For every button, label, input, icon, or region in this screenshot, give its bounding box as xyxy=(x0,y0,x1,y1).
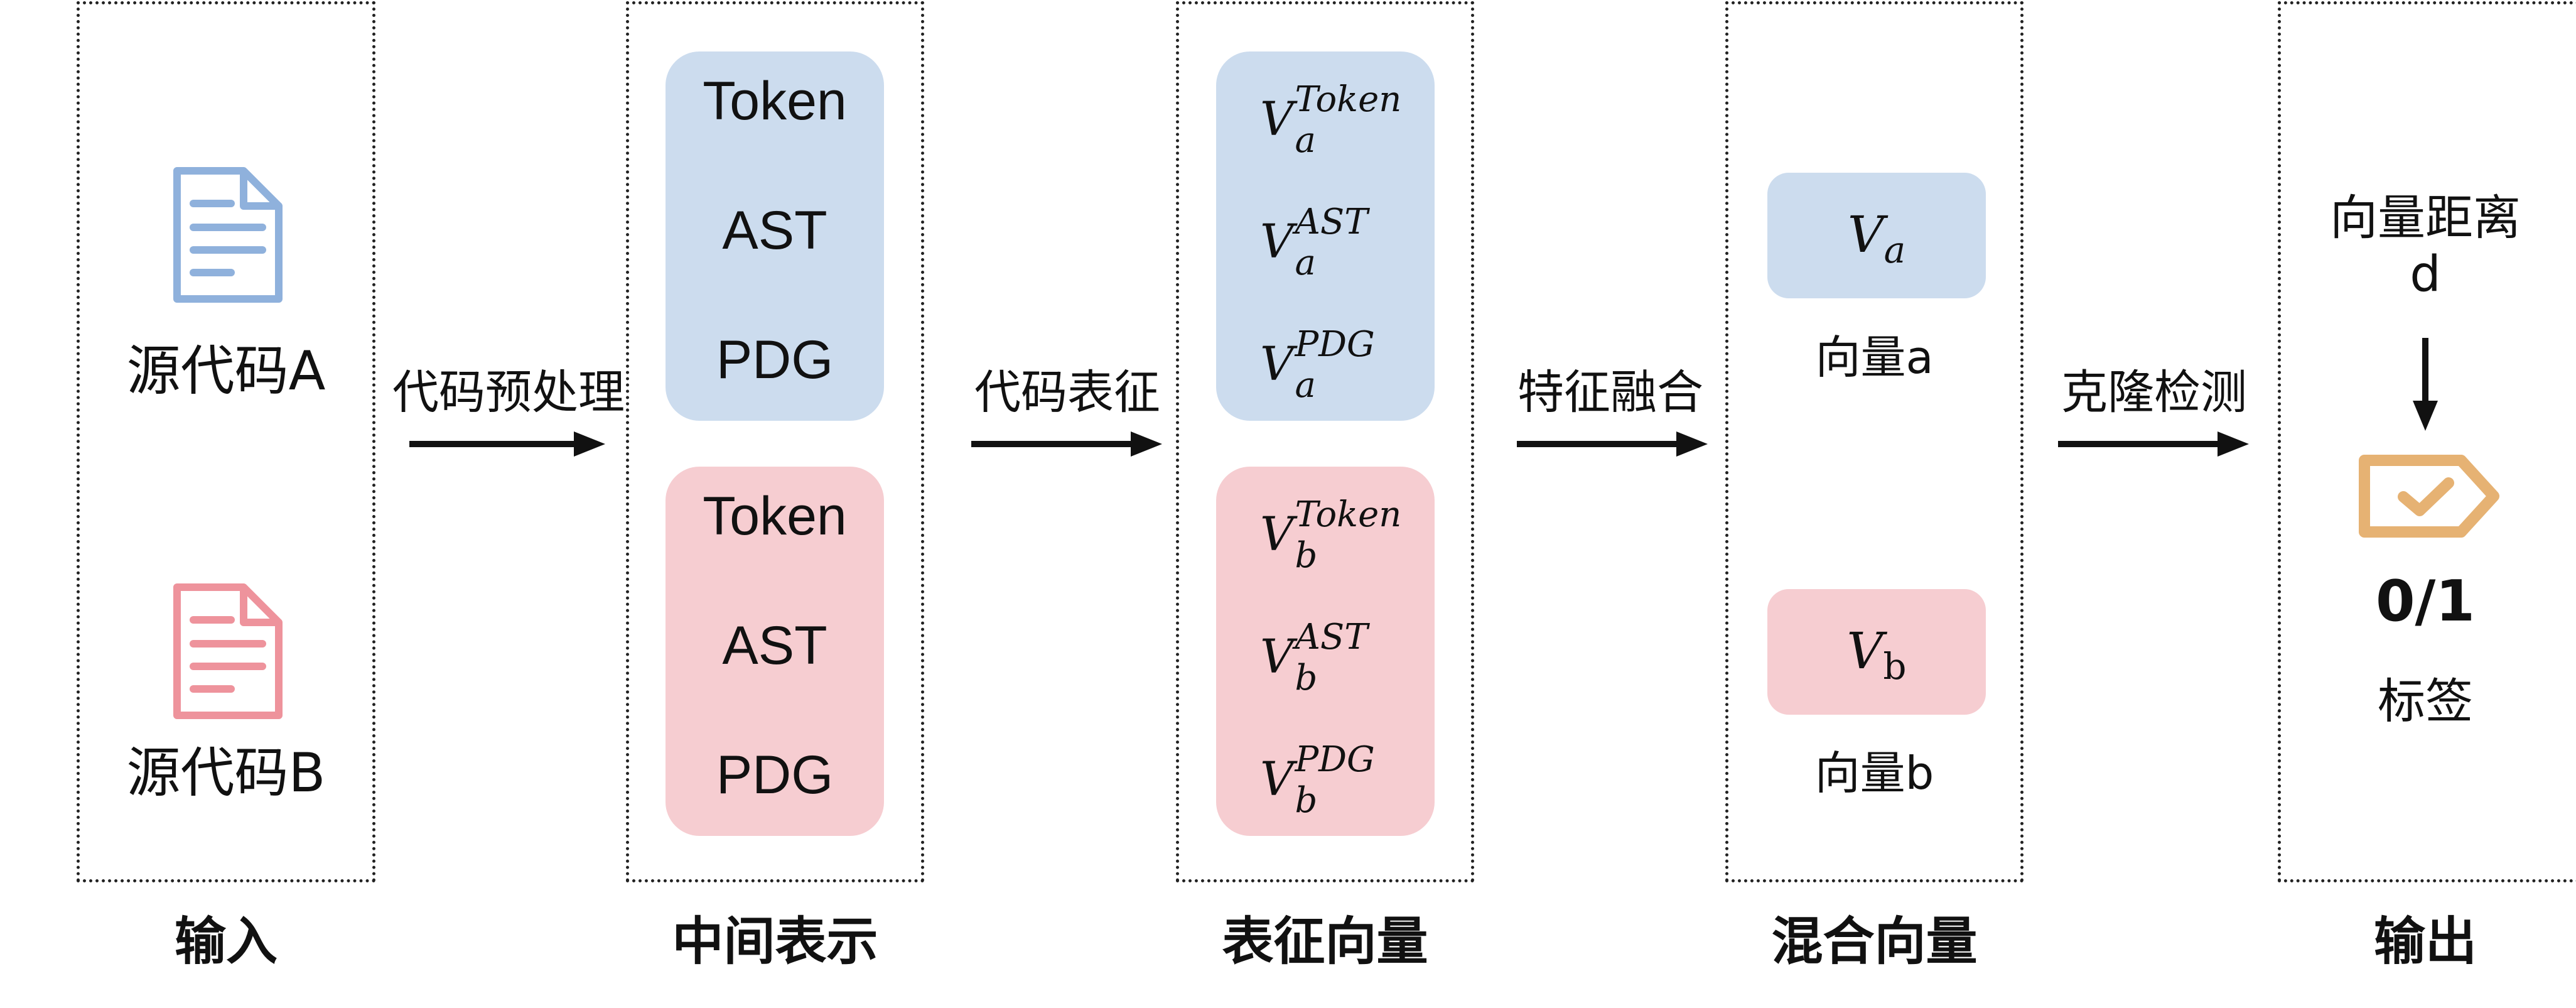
vector-a-label: 向量a xyxy=(1815,331,1934,384)
token-label: Token xyxy=(703,486,847,546)
vector-b-label: 向量b xyxy=(1814,747,1934,799)
output-panel xyxy=(2278,1,2576,882)
arrow-right-icon xyxy=(2058,431,2249,457)
token-label: Token xyxy=(703,71,847,131)
document-icon xyxy=(173,583,283,719)
output-caption: 输出 xyxy=(2373,912,2477,972)
fused-vector-a: Va xyxy=(1767,173,1986,298)
pdg-label: PDG xyxy=(716,745,834,805)
pdg-label: PDG xyxy=(716,330,834,390)
intermediate-caption: 中间表示 xyxy=(672,912,878,972)
representation-panel xyxy=(1176,1,1474,882)
intermediate-group-a: Token AST PDG xyxy=(666,51,884,421)
detect-label: 克隆检测 xyxy=(2061,366,2247,420)
source-b-label: 源代码B xyxy=(126,742,326,805)
fusion-caption: 混合向量 xyxy=(1771,912,1978,972)
arrow-right-icon xyxy=(409,431,605,457)
result-value: 0/1 xyxy=(2375,568,2476,634)
intermediate-panel xyxy=(626,1,924,882)
source-a-label: 源代码A xyxy=(126,340,326,403)
document-icon xyxy=(173,167,283,303)
distance-symbol: d xyxy=(2410,246,2441,303)
representation-caption: 表征向量 xyxy=(1222,912,1428,972)
ast-label: AST xyxy=(722,200,827,261)
result-label: 标签 xyxy=(2378,673,2473,729)
tag-icon xyxy=(2359,455,2499,538)
input-panel xyxy=(77,1,375,882)
arrow-right-icon xyxy=(1517,431,1708,457)
distance-label: 向量距离 xyxy=(2330,190,2521,246)
arrow-right-icon xyxy=(971,431,1162,457)
fuse-label: 特征融合 xyxy=(1517,366,1703,420)
preprocess-label: 代码预处理 xyxy=(392,366,625,420)
arrow-down-icon xyxy=(2413,338,2438,431)
represent-label: 代码表征 xyxy=(974,366,1160,420)
fusion-panel xyxy=(1725,1,2024,882)
intermediate-group-b: Token AST PDG xyxy=(666,467,884,836)
ast-label: AST xyxy=(722,615,827,676)
fused-vector-b: Vb xyxy=(1767,589,1986,715)
input-caption: 输入 xyxy=(174,912,278,972)
